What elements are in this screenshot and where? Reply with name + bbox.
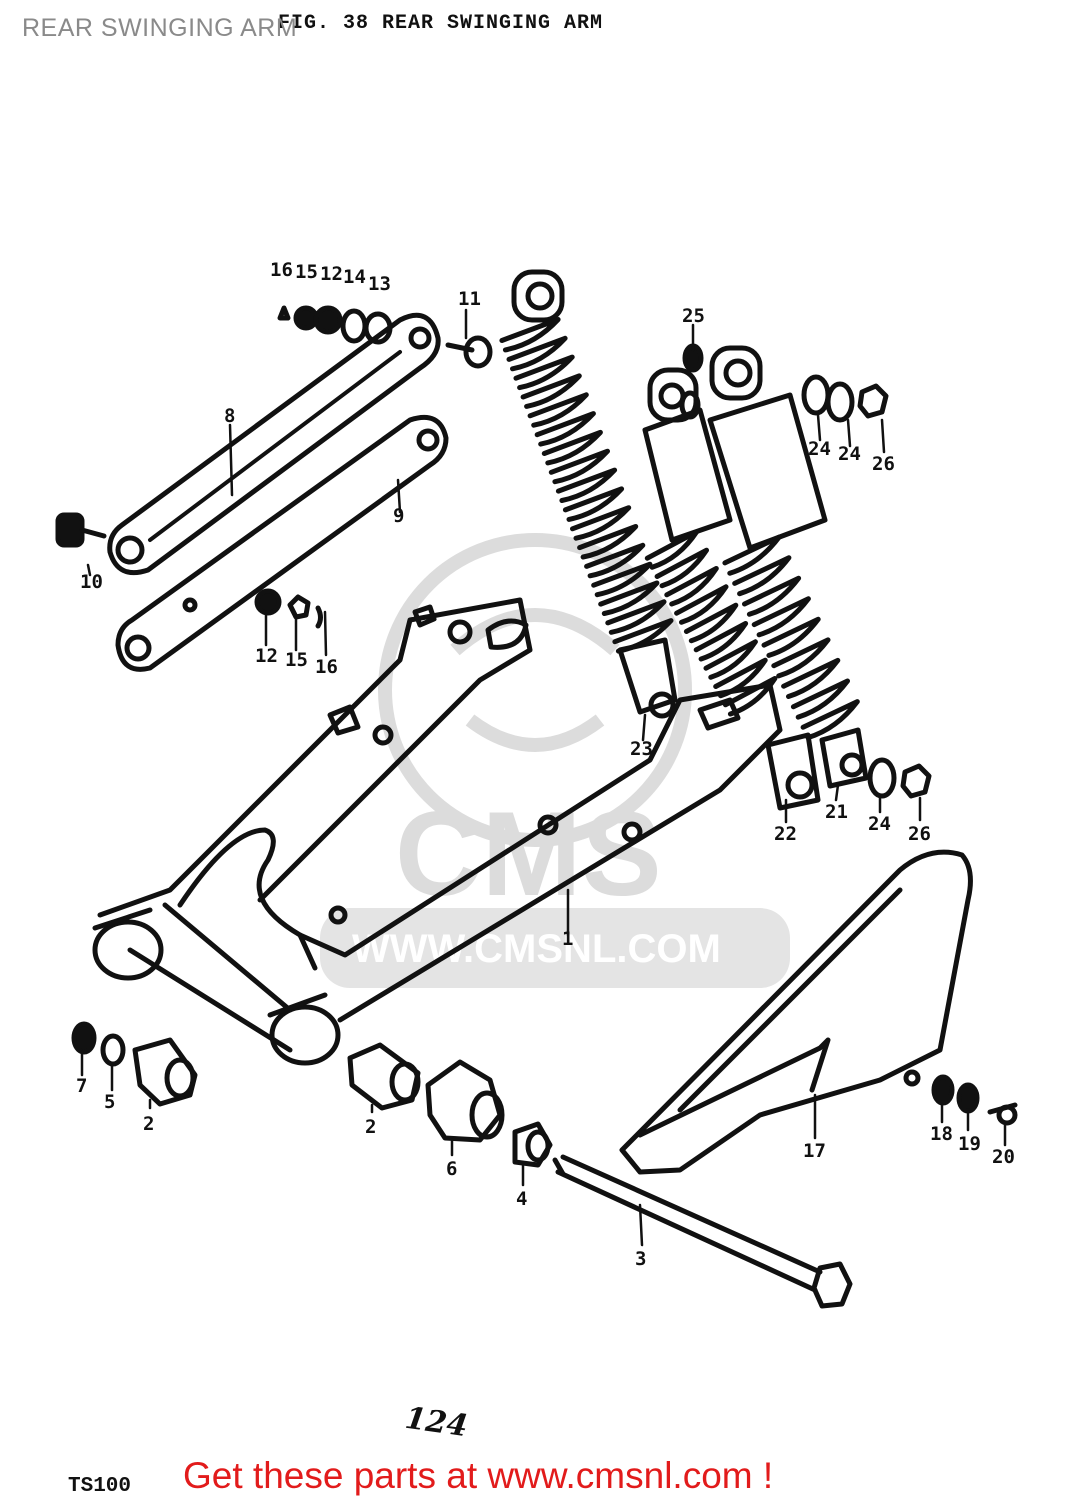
promo-link[interactable]: www.cmsnl.com — [487, 1455, 753, 1496]
watermark-url-band — [320, 908, 790, 988]
part-10-bolt — [55, 512, 107, 548]
callout-16: 16 — [315, 656, 338, 678]
callout-labels: 16 15 12 14 13 11 25 24 24 26 8 9 10 12 … — [76, 259, 1015, 1270]
callout-2: 2 — [143, 1113, 154, 1135]
callout-8: 8 — [224, 405, 235, 427]
callout-15: 15 — [295, 261, 318, 283]
part-3-pivot-shaft — [552, 1154, 853, 1309]
parts-shock-upper-hardware — [679, 343, 889, 423]
callout-12: 12 — [320, 263, 343, 285]
callout-15: 15 — [285, 649, 308, 671]
callout-9: 9 — [393, 505, 404, 527]
part-rear-shock-left — [499, 269, 678, 719]
parts-lower-hardware — [254, 588, 323, 629]
part-rear-shock-right — [642, 345, 869, 811]
callout-26: 26 — [872, 453, 895, 475]
part-9-torque-link — [115, 414, 449, 672]
callout-16: 16 — [270, 259, 293, 281]
callout-21: 21 — [825, 801, 848, 823]
callout-7: 7 — [76, 1075, 87, 1097]
part-17-chain-case — [619, 849, 973, 1175]
watermark-mascot-face — [450, 608, 620, 752]
callout-19: 19 — [958, 1133, 981, 1155]
callout-1: 1 — [562, 928, 573, 950]
callout-10: 10 — [80, 571, 103, 593]
leader-lines — [80, 308, 1007, 1247]
part-8-torque-link — [107, 313, 441, 576]
parts-pivot-bushings — [71, 1021, 553, 1168]
callout-24: 24 — [808, 438, 831, 460]
callout-17: 17 — [803, 1140, 826, 1162]
parts-shock-lower-hardware — [867, 757, 932, 799]
callout-20: 20 — [992, 1146, 1015, 1168]
part-1-swing-arm — [92, 597, 783, 1066]
model-code: TS100 — [68, 1475, 132, 1498]
callout-11: 11 — [458, 288, 481, 310]
promo-banner: Get these parts at www.cmsnl.com ! — [183, 1455, 773, 1497]
callout-26: 26 — [908, 823, 931, 845]
parts-chain-case-hardware — [931, 1074, 1018, 1126]
callout-18: 18 — [930, 1123, 953, 1145]
callout-13: 13 — [368, 273, 391, 295]
callout-24: 24 — [838, 443, 861, 465]
callout-22: 22 — [774, 823, 797, 845]
callout-2: 2 — [365, 1116, 376, 1138]
callout-14: 14 — [343, 266, 366, 288]
watermark-brand: CMS — [395, 787, 662, 921]
callout-25: 25 — [682, 305, 705, 327]
watermark — [378, 533, 692, 847]
watermark-url: WWW.CMSNL.COM — [352, 927, 721, 971]
callout-4: 4 — [516, 1188, 527, 1210]
page-title: REAR SWINGING ARM — [22, 14, 298, 42]
figure-title: FIG. 38 REAR SWINGING ARM — [278, 12, 604, 35]
promo-prefix: Get these parts at — [183, 1455, 488, 1496]
part-11-bolt — [445, 335, 493, 369]
callout-6: 6 — [446, 1158, 457, 1180]
promo-suffix: ! — [752, 1455, 774, 1496]
callout-3: 3 — [635, 1248, 646, 1270]
callout-12: 12 — [255, 645, 278, 667]
callout-5: 5 — [104, 1091, 115, 1113]
parts-upper-hardware — [277, 305, 393, 345]
watermark-mascot-circle — [378, 533, 692, 847]
callout-24: 24 — [868, 813, 891, 835]
callout-23: 23 — [630, 738, 653, 760]
